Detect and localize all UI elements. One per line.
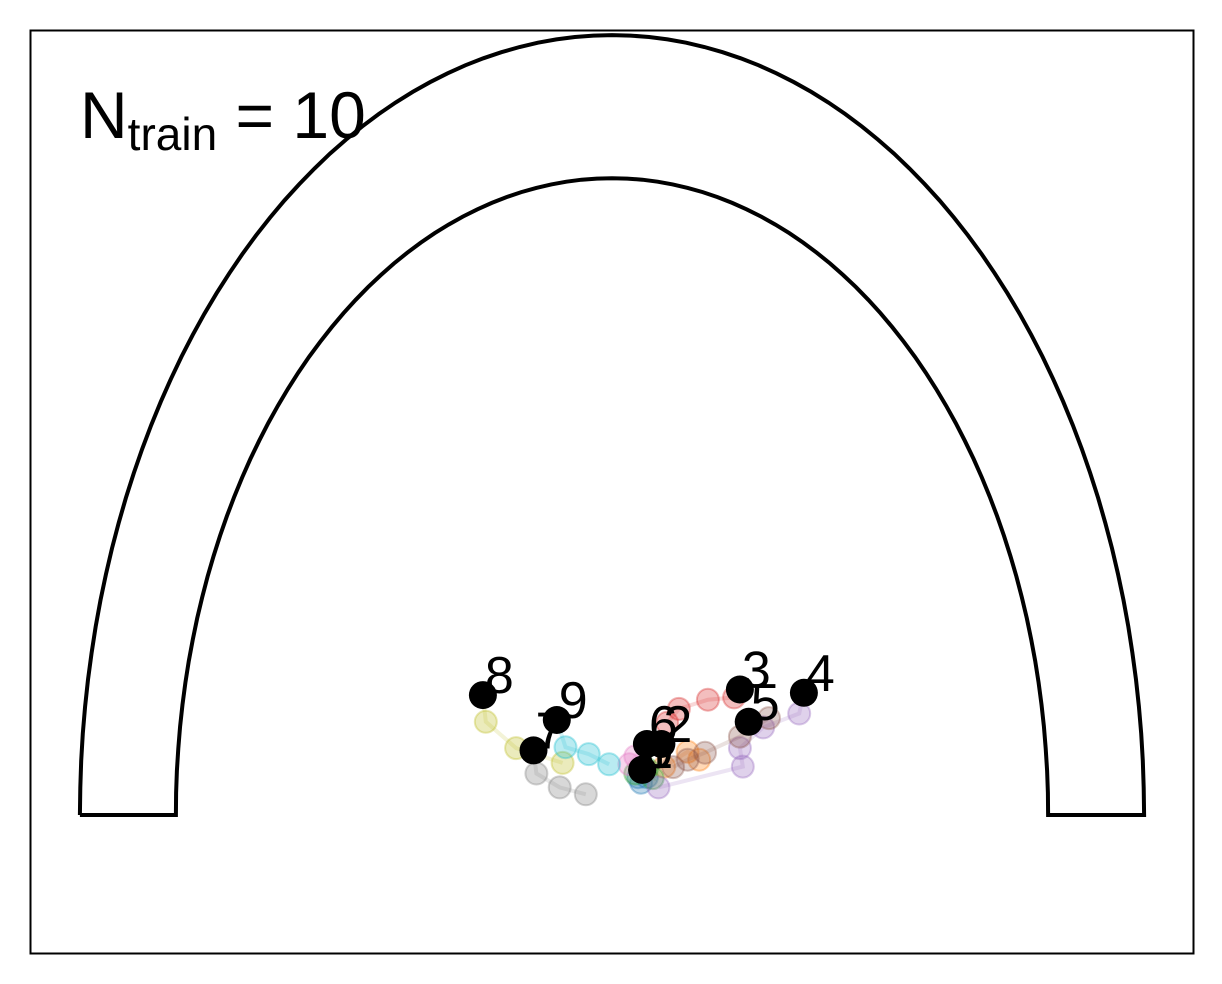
title-subscript: train (128, 108, 217, 160)
trail-point-5-4 (675, 747, 700, 772)
point-label-2: 2 (663, 696, 692, 754)
trail-point-1-2 (675, 739, 700, 764)
trail-point-1-3 (687, 747, 712, 772)
final-point-7 (519, 736, 548, 765)
point-label-1: 1 (644, 722, 673, 780)
final-point-1 (628, 755, 657, 784)
final-point-9 (542, 706, 571, 734)
final-point-8 (468, 681, 497, 710)
trail-point-8-1 (473, 709, 498, 734)
trail-point-5-3 (693, 740, 717, 765)
trail-point-9-3 (597, 752, 622, 777)
trail-point-5-5 (661, 755, 686, 780)
trail-point-4-5 (646, 775, 671, 800)
trail-line-5 (672, 716, 771, 769)
point-label-8: 8 (485, 647, 514, 705)
axes-frame (29, 29, 1195, 955)
title-rest: = 10 (217, 78, 366, 152)
trail-point-3-3 (666, 696, 691, 721)
trail-point-8-3 (550, 750, 575, 775)
point-label-6: 6 (649, 696, 678, 754)
point-label-9: 9 (559, 672, 588, 730)
point-label-4: 4 (806, 645, 835, 703)
trail-point-7-2 (547, 775, 572, 800)
point-label-3: 3 (742, 642, 771, 700)
trail-point-7-1 (524, 761, 549, 786)
trail-point-9-2 (576, 742, 601, 767)
trail-point-4-4 (730, 754, 755, 779)
trail-line-4 (658, 692, 806, 790)
point-label-7: 7 (536, 702, 565, 760)
final-point-5 (734, 707, 763, 736)
point-label-0: 0 (644, 722, 673, 780)
final-points-layer (468, 675, 818, 784)
trail-line-9 (554, 719, 610, 767)
trail-point-9-1 (553, 735, 578, 760)
final-point-3 (725, 675, 754, 704)
point-label-5: 5 (751, 674, 780, 732)
trail-point-4-3 (727, 736, 752, 761)
trail-point-7-3 (573, 782, 598, 807)
title-main: N (80, 78, 128, 152)
trail-point-3-2 (695, 687, 720, 712)
track-outline (77, 33, 1147, 817)
final-point-4 (789, 678, 818, 707)
chart-title: Ntrain = 10 (80, 78, 366, 160)
final-point-6 (632, 730, 661, 758)
